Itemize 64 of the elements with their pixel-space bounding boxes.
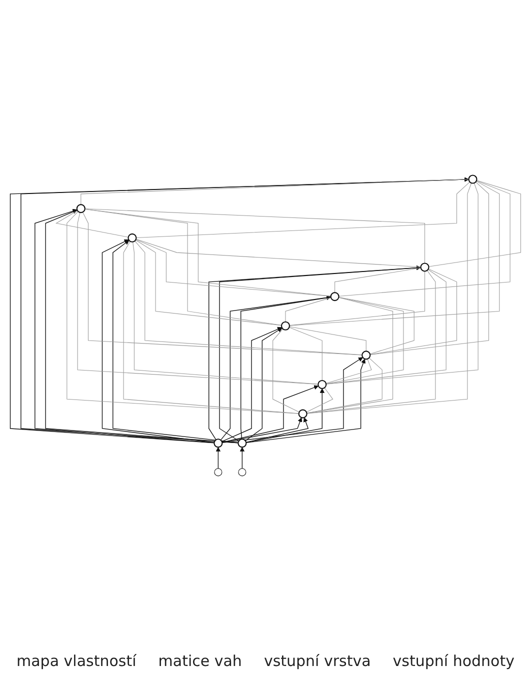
connector: [136, 182, 470, 238]
arrow: [240, 447, 245, 470]
connector: [326, 359, 372, 384]
connector: [370, 182, 489, 356]
diagram-label: vstupní vrstva: [264, 652, 371, 670]
arrow: [245, 328, 282, 442]
connector: [338, 180, 510, 297]
connector: [306, 270, 436, 414]
connector: [136, 239, 422, 268]
connector: [306, 388, 334, 413]
connector: [326, 183, 478, 385]
arrow: [246, 388, 324, 444]
node-circle: [280, 322, 290, 331]
connector: [84, 209, 332, 297]
connector: [326, 270, 446, 385]
node-circle: [468, 175, 478, 184]
diagram-label: mapa vlastností: [16, 652, 136, 670]
arrow: [102, 240, 215, 444]
connector: [326, 298, 404, 384]
arrow: [246, 359, 366, 444]
arrow: [34, 209, 215, 444]
node-circle: [128, 234, 137, 243]
connector: [132, 242, 318, 385]
node-circle: [318, 380, 327, 390]
node-circle: [330, 292, 340, 302]
connector: [289, 326, 366, 352]
connector: [84, 209, 282, 326]
connector: [428, 180, 521, 268]
arrow: [112, 240, 239, 444]
node-circle: [238, 439, 247, 448]
node-circle: [298, 410, 308, 419]
arrow: [246, 418, 309, 444]
node-circle: [214, 439, 223, 448]
connector: [82, 212, 362, 356]
connector: [334, 268, 422, 294]
connector: [289, 181, 500, 326]
connector: [306, 358, 382, 414]
arrow: [222, 386, 319, 444]
connector: [123, 241, 300, 414]
arrow: [222, 327, 282, 442]
connector: [285, 298, 332, 323]
arrow: [216, 447, 221, 470]
connector: [306, 298, 394, 414]
diagram-label: matice vah: [158, 652, 242, 670]
connector: [136, 240, 332, 297]
connector: [338, 297, 414, 355]
connector: [370, 269, 458, 356]
connector: [84, 208, 426, 264]
connector: [77, 212, 318, 385]
arrow: [240, 296, 332, 440]
connector: [66, 212, 300, 414]
node-circle: [420, 263, 430, 272]
arrow: [222, 358, 363, 444]
connector: [272, 329, 300, 413]
connector: [288, 327, 322, 382]
connector: [56, 210, 129, 238]
connector: [306, 183, 472, 414]
node-circle: [76, 204, 86, 214]
arrow: [45, 210, 239, 444]
arrow: [220, 296, 332, 441]
diagram-label: vstupní hodnoty: [392, 652, 514, 670]
connector: [80, 180, 470, 206]
node-circle: [362, 351, 371, 360]
connector: [135, 240, 282, 326]
